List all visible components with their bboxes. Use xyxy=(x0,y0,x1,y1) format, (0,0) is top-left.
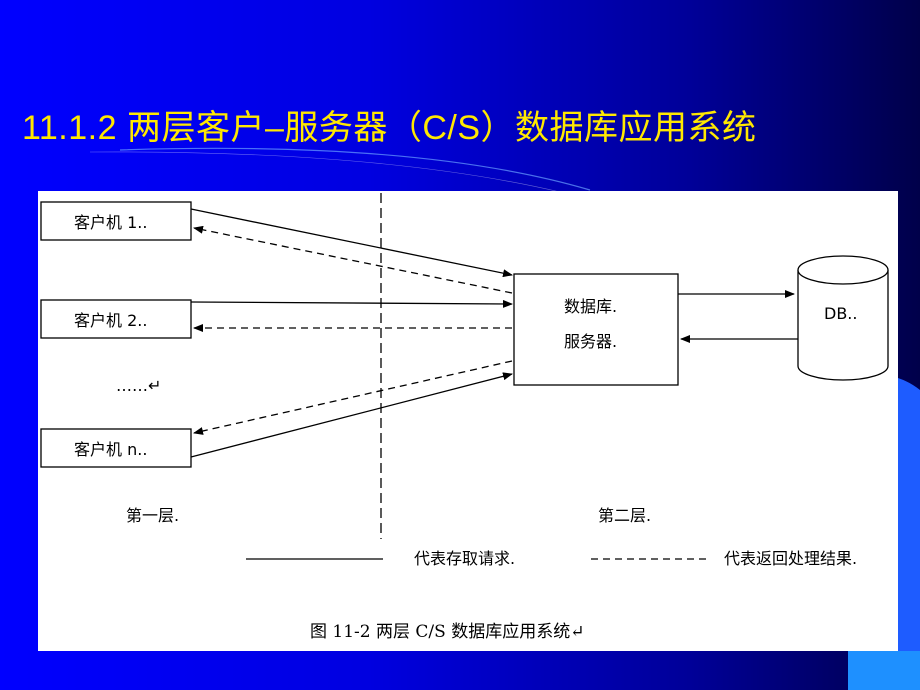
response-arrow xyxy=(193,225,513,294)
legend: 代表存取请求. 代表返回处理结果. xyxy=(246,549,857,568)
client-node: 客户机 n.. xyxy=(40,428,192,468)
slide-title: 11.1.2 两层客户–服务器（C/S）数据库应用系统 xyxy=(22,109,757,147)
legend-response-label: 代表返回处理结果. xyxy=(724,549,857,568)
client-node: 客户机 2.. xyxy=(40,299,192,339)
figure-caption: 图 11-2 两层 C/S 数据库应用系统↵ xyxy=(310,622,584,642)
db-label: DB.. xyxy=(824,304,857,323)
client-node: 客户机 1.. xyxy=(40,201,192,241)
client-label: 客户机 1.. xyxy=(74,213,147,232)
server-label-line1: 数据库. xyxy=(564,297,617,316)
request-arrow xyxy=(190,208,513,278)
tier-one-label: 第一层. xyxy=(126,506,179,525)
clients-ellipsis: ……↵ xyxy=(116,376,161,395)
database-cylinder: DB.. xyxy=(797,255,889,381)
cs-architecture-diagram: 客户机 1.. 客户机 2.. ……↵ 客户机 n.. 数据库. 服务器. DB… xyxy=(40,193,889,642)
database-server-node: 数据库. 服务器. xyxy=(513,273,679,386)
tier-two-label: 第二层. xyxy=(598,506,651,525)
client-label: 客户机 2.. xyxy=(74,311,147,330)
client-label: 客户机 n.. xyxy=(74,440,147,459)
server-label-line2: 服务器. xyxy=(564,332,617,351)
legend-request-label: 代表存取请求. xyxy=(414,549,515,568)
diagram-panel: 客户机 1.. 客户机 2.. ……↵ 客户机 n.. 数据库. 服务器. DB… xyxy=(38,191,898,651)
request-arrow xyxy=(190,372,513,458)
request-arrow xyxy=(190,299,513,308)
response-arrow xyxy=(193,360,513,435)
